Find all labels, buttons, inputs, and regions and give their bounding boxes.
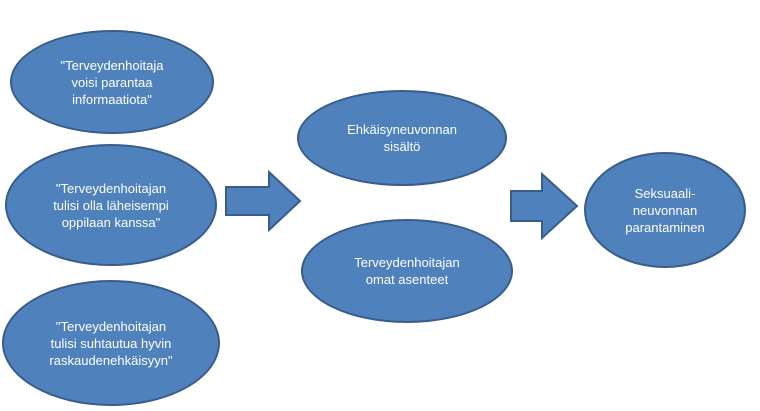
arrow-middle-to-right [510,172,579,240]
content-node-label: Ehkäisyneuvonnan sisältö [347,122,457,154]
quote-node-closer-label: "Terveydenhoitajan tulisi olla läheisemp… [53,180,169,230]
quote-node-inform: "Terveydenhoitaja voisi parantaa informa… [10,30,214,134]
content-node: Ehkäisyneuvonnan sisältö [297,90,507,186]
arrow-left-to-middle [225,170,302,232]
attitudes-node-label: Terveydenhoitajan omat asenteet [354,255,460,287]
outcome-node-label: Seksuaali- neuvonnan parantaminen [625,185,705,235]
quote-node-closer: "Terveydenhoitajan tulisi olla läheisemp… [5,144,217,266]
quote-node-attitude: "Terveydenhoitajan tulisi suhtautua hyvi… [2,280,220,406]
quote-node-inform-label: "Terveydenhoitaja voisi parantaa informa… [60,57,164,107]
quote-node-attitude-label: "Terveydenhoitajan tulisi suhtautua hyvi… [49,318,173,368]
attitudes-node: Terveydenhoitajan omat asenteet [301,219,513,323]
outcome-node: Seksuaali- neuvonnan parantaminen [584,152,746,268]
